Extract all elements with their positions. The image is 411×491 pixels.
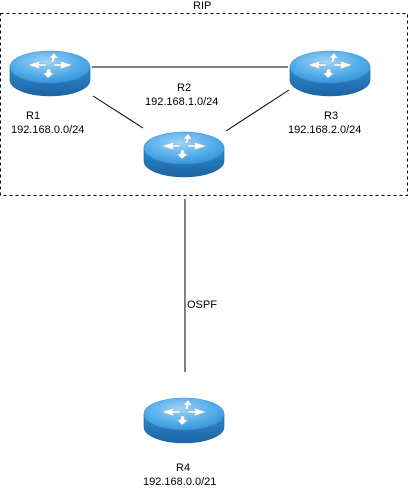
router-r4-icon	[143, 397, 225, 444]
link-r1-r2	[92, 95, 144, 129]
link-r2-r4-label: OSPF	[187, 299, 217, 311]
router-r1-name: R1	[26, 110, 41, 122]
router-r4-network: 192.168.0.0/21	[143, 476, 217, 488]
router-r4-name: R4	[176, 462, 191, 474]
router-r2-name: R2	[177, 82, 192, 94]
router-r3-network: 192.168.2.0/24	[288, 124, 362, 136]
router-r3-name: R3	[324, 110, 339, 122]
router-r2-network: 192.168.1.0/24	[145, 96, 219, 108]
router-r3-icon	[289, 50, 371, 97]
rip-region-border	[0, 13, 408, 196]
link-r3-r2	[225, 89, 290, 132]
router-r2-icon	[143, 131, 225, 178]
router-r1-icon	[9, 50, 91, 97]
rip-region-label: RIP	[193, 0, 212, 12]
router-r1-network: 192.168.0.0/24	[11, 124, 85, 136]
